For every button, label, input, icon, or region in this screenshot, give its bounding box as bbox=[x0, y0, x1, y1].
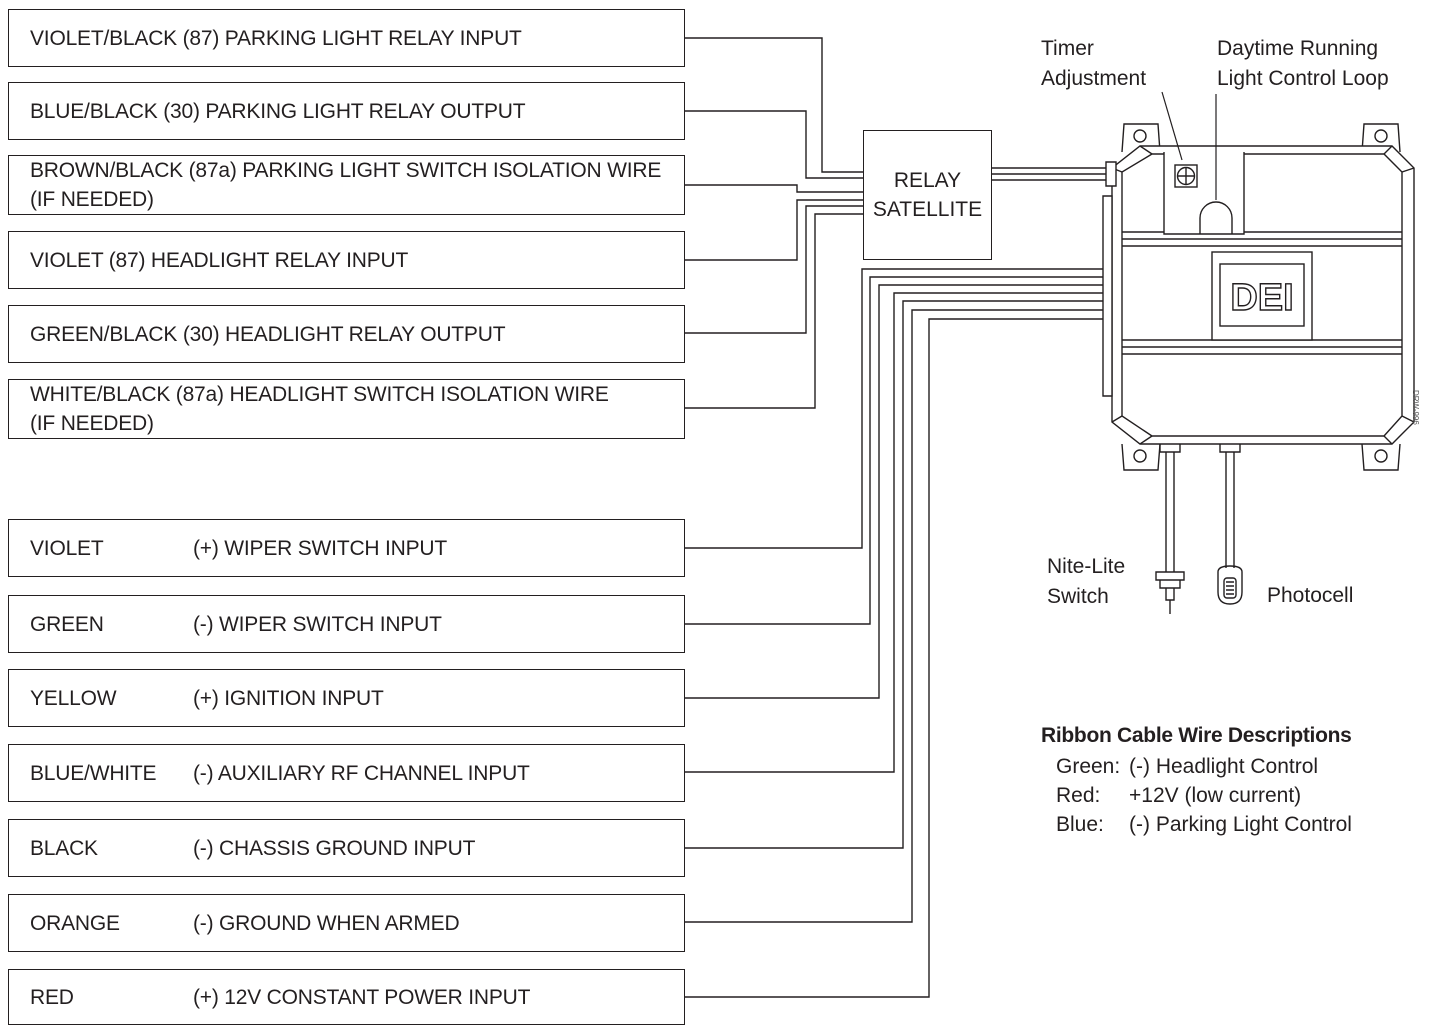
mounting-ear-tl bbox=[1121, 123, 1161, 153]
mounting-ear-br bbox=[1361, 443, 1401, 471]
wire-description: (-) CHASSIS GROUND INPUT bbox=[193, 836, 476, 860]
relay-wire-box: VIOLET/BLACK (87) PARKING LIGHT RELAY IN… bbox=[8, 9, 685, 67]
relay-wire-box: WHITE/BLACK (87a) HEADLIGHT SWITCH ISOLA… bbox=[8, 379, 685, 439]
wire-violet-black-87 bbox=[685, 37, 863, 173]
control-module bbox=[1102, 123, 1415, 471]
main-wire-box: BLACK (-) CHASSIS GROUND INPUT bbox=[8, 819, 685, 877]
wire-white-black-87a bbox=[685, 213, 863, 409]
photocell-icon bbox=[1217, 565, 1243, 605]
wire-blue-white bbox=[685, 292, 1103, 773]
wire-green-black-30 bbox=[685, 205, 863, 334]
relay-harness bbox=[992, 167, 1112, 181]
wire-label: WHITE/BLACK (87a) HEADLIGHT SWITCH ISOLA… bbox=[30, 383, 609, 435]
wire-color: BLUE/WHITE bbox=[30, 761, 157, 785]
timer-leader bbox=[1161, 91, 1183, 161]
wire-description: (+) WIPER SWITCH INPUT bbox=[193, 536, 448, 560]
legend-key: Red: bbox=[1056, 784, 1101, 807]
legend-title: Ribbon Cable Wire Descriptions bbox=[1041, 724, 1352, 747]
wire-label: GREEN/BLACK (30) HEADLIGHT RELAY OUTPUT bbox=[30, 322, 506, 346]
relay-satellite: RELAY SATELLITE bbox=[863, 130, 992, 260]
wire-orange bbox=[685, 309, 1103, 923]
photocell-label: Photocell bbox=[1267, 584, 1354, 607]
legend-key: Blue: bbox=[1056, 813, 1104, 836]
wire-violet-87 bbox=[685, 199, 863, 261]
wire-brown-black-87a bbox=[685, 184, 863, 193]
wire-description: (+) 12V CONSTANT POWER INPUT bbox=[193, 985, 531, 1009]
wire-label: VIOLET (87) HEADLIGHT RELAY INPUT bbox=[30, 248, 409, 272]
main-wire-box: BLUE/WHITE (-) AUXILIARY RF CHANNEL INPUT bbox=[8, 744, 685, 802]
main-wire-box: ORANGE (-) GROUND WHEN ARMED bbox=[8, 894, 685, 952]
wire-description: (-) GROUND WHEN ARMED bbox=[193, 911, 460, 935]
wire-color: ORANGE bbox=[30, 911, 120, 935]
wire-color: BLACK bbox=[30, 836, 98, 860]
relay-wire-box: BLUE/BLACK (30) PARKING LIGHT RELAY OUTP… bbox=[8, 82, 685, 140]
timer-panel bbox=[1163, 152, 1245, 235]
legend-row: Blue: (-) Parking Light Control bbox=[1056, 813, 1352, 837]
main-wire-box: GREEN (-) WIPER SWITCH INPUT bbox=[8, 595, 685, 653]
wire-color: YELLOW bbox=[30, 686, 117, 710]
main-wire-box: VIOLET (+) WIPER SWITCH INPUT bbox=[8, 519, 685, 577]
legend-key: Green: bbox=[1056, 755, 1121, 778]
drawing-number: DRW-996 bbox=[1411, 390, 1420, 425]
relay-wire-box: VIOLET (87) HEADLIGHT RELAY INPUT bbox=[8, 231, 685, 289]
legend-row: Green: (-) Headlight Control bbox=[1056, 755, 1318, 779]
wire-color: VIOLET bbox=[30, 536, 104, 560]
wire-description: (-) WIPER SWITCH INPUT bbox=[193, 612, 442, 636]
wire-color: RED bbox=[30, 985, 74, 1009]
wire-label: BLUE/BLACK (30) PARKING LIGHT RELAY OUTP… bbox=[30, 99, 526, 123]
relay-wire-box: GREEN/BLACK (30) HEADLIGHT RELAY OUTPUT bbox=[8, 305, 685, 363]
legend-row: Red: +12V (low current) bbox=[1056, 784, 1301, 808]
timer-adjust-screw-icon bbox=[1174, 164, 1198, 188]
wire-description: (+) IGNITION INPUT bbox=[193, 686, 384, 710]
mounting-ear-bl bbox=[1121, 443, 1161, 471]
nite-lite-switch-icon bbox=[1155, 571, 1185, 614]
wire-yellow bbox=[685, 284, 1103, 699]
wire-red bbox=[685, 318, 1103, 998]
main-wire-box: RED (+) 12V CONSTANT POWER INPUT bbox=[8, 969, 685, 1025]
mounting-ear-tr bbox=[1361, 123, 1401, 153]
wire-description: (-) AUXILIARY RF CHANNEL INPUT bbox=[193, 761, 530, 785]
dei-logo: DEI bbox=[1230, 277, 1293, 319]
relay-label-line2: SATELLITE bbox=[872, 198, 983, 221]
wire-green bbox=[685, 276, 1103, 625]
wire-violet bbox=[685, 268, 1103, 549]
main-wire-box: YELLOW (+) IGNITION INPUT bbox=[8, 669, 685, 727]
relay-label-line1: RELAY bbox=[893, 169, 962, 192]
legend-value: (-) Parking Light Control bbox=[1129, 813, 1352, 836]
wire-label: VIOLET/BLACK (87) PARKING LIGHT RELAY IN… bbox=[30, 26, 522, 50]
drl-loop-icon bbox=[1199, 201, 1233, 234]
wire-color: GREEN bbox=[30, 612, 104, 636]
wire-blue-black-30 bbox=[685, 110, 863, 179]
wire-black bbox=[685, 300, 1103, 849]
wire-label: BROWN/BLACK (87a) PARKING LIGHT SWITCH I… bbox=[30, 159, 662, 211]
legend-value: +12V (low current) bbox=[1129, 784, 1302, 807]
legend-value: (-) Headlight Control bbox=[1129, 755, 1319, 778]
relay-wire-box: BROWN/BLACK (87a) PARKING LIGHT SWITCH I… bbox=[8, 155, 685, 215]
